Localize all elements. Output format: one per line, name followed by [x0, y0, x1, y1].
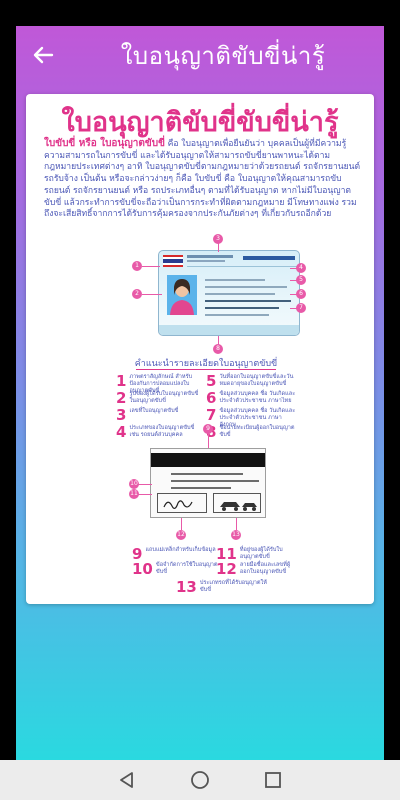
- app-screen: ใบอนุญาติขับขี่น่ารู้ ใบอนุญาติขับขี่ขับ…: [16, 26, 384, 760]
- triangle-back-icon: [119, 772, 133, 788]
- legend-text: ชื่อนายทะเบียนผู้ออกใบอนุญาตขับขี่: [219, 425, 295, 439]
- magnetic-stripe: [151, 453, 265, 467]
- legend-text: ภาพตราสัญลักษณ์ สำหรับป้องกันการปลอมแปลง…: [129, 374, 193, 395]
- front-marker-2: 2: [132, 289, 142, 299]
- legend-number: 5: [206, 372, 217, 390]
- thai-flag-icon: [163, 255, 183, 267]
- square-recents-icon: [265, 772, 282, 788]
- front-marker-8: 8: [213, 344, 223, 354]
- status-bar: [0, 0, 400, 26]
- license-photo: [167, 275, 197, 315]
- back-marker-11: 11: [129, 489, 139, 499]
- legend-item: 1 ภาพตราสัญลักษณ์ สำหรับป้องกันการปลอมแป…: [116, 374, 202, 396]
- intro-body: คือ ใบอนุญาตเพื่อยืนยันว่า บุคคลเป็นผู้ท…: [44, 139, 361, 220]
- legend-header: คำแนะนำรายละเอียดใบอนุญาตขับขี่: [134, 359, 278, 369]
- legend-item: 13 ประเภทรถที่ได้รับอนุญาตให้ขับขี่: [176, 580, 276, 595]
- article-title: ใบอนุญาติขับขี่ขับขี่น่ารู้: [61, 107, 339, 138]
- legend-number: 13: [176, 578, 197, 596]
- legend-item: 2 รูปของผู้ได้รับใบอนุญาตขับขี่ในอนุญาตข…: [116, 391, 202, 406]
- legend-text: ข้อมูลส่วนบุคคล ชื่อ วันเกิดและประจำตัวป…: [219, 408, 296, 429]
- legend-number: 9: [132, 545, 143, 563]
- legend-item: 5 วันที่ออกใบอนุญาตขับขี่และวันหมดอายุขอ…: [206, 374, 296, 389]
- front-marker-1: 1: [132, 261, 142, 271]
- person-icon: [170, 279, 194, 315]
- legend-text: รูปของผู้ได้รับใบอนุญาตขับขี่ในอนุญาตขับ…: [129, 391, 199, 405]
- legend-item: 12 ลายมือชื่อและเลขที่ผู้ออกใบอนุญาตขับข…: [216, 562, 300, 577]
- back-marker-12: 12: [176, 530, 186, 540]
- nav-back-button[interactable]: [115, 768, 139, 792]
- legend-item: 8 ชื่อนายทะเบียนผู้ออกใบอนุญาตขับขี่: [206, 425, 296, 440]
- article-card: ใบอนุญาติขับขี่ขับขี่น่ารู้ ใบขับขี่ หรื…: [26, 94, 374, 604]
- legend-number: 1: [116, 372, 127, 390]
- legend-number: 12: [216, 560, 237, 578]
- legend-text: เลขที่ใบอนุญาตขับขี่: [129, 408, 179, 414]
- legend-item: 7 ข้อมูลส่วนบุคคล ชื่อ วันเกิดและประจำตั…: [206, 408, 296, 430]
- signature-box: [157, 493, 207, 513]
- car-icon: [220, 502, 257, 511]
- legend-text: ข้อมูลส่วนบุคคล ชื่อ วันเกิดและประจำตัวป…: [219, 391, 296, 405]
- nav-home-button[interactable]: [188, 768, 212, 792]
- article-intro: ใบขับขี่ หรือ ใบอนุญาตขับขี่ คือ ใบอนุญา…: [44, 138, 362, 221]
- legend-item: 3 เลขที่ใบอนุญาตขับขี่: [116, 408, 202, 423]
- back-marker-10: 10: [129, 479, 139, 489]
- legend-number: 2: [116, 389, 127, 407]
- legend-item: 9 แถบแม่เหล็กสำหรับเก็บข้อมูล: [132, 547, 224, 562]
- back-button[interactable]: [28, 40, 58, 70]
- back-marker-13: 13: [231, 530, 241, 540]
- legend-item: 10 ข้อจำกัดการใช้ใบอนุญาตขับขี่: [132, 562, 224, 577]
- app-bar: ใบอนุญาติขับขี่น่ารู้: [16, 26, 384, 84]
- nav-recents-button[interactable]: [261, 768, 285, 792]
- legend-number: 4: [116, 423, 127, 441]
- system-nav-bar: [0, 760, 400, 800]
- legend-number: 6: [206, 389, 217, 407]
- front-marker-3: 3: [213, 234, 223, 244]
- front-marker-4: 4: [296, 263, 306, 273]
- intro-lead: ใบขับขี่ หรือ ใบอนุญาตขับขี่: [44, 138, 165, 149]
- legend-text: แถบแม่เหล็กสำหรับเก็บข้อมูล: [145, 547, 216, 553]
- app-bar-title: ใบอนุญาติขับขี่น่ารู้: [120, 42, 326, 70]
- circle-home-icon: [191, 771, 209, 789]
- legend-item: 4 ประเภทของใบอนุญาตขับขี่ เช่น รถยนต์ส่ว…: [116, 425, 202, 440]
- legend-number: 10: [132, 560, 153, 578]
- license-front-illustration: [158, 250, 300, 336]
- legend-divider: [136, 369, 276, 370]
- legend-number: 11: [216, 545, 237, 563]
- legend-text: ข้อจำกัดการใช้ใบอนุญาตขับขี่: [155, 562, 218, 576]
- legend-item: 6 ข้อมูลส่วนบุคคล ชื่อ วันเกิดและประจำตั…: [206, 391, 296, 406]
- legend-text: ที่อยู่ของผู้ได้รับใบอนุญาตขับขี่: [239, 547, 283, 561]
- license-back-illustration: [150, 448, 266, 518]
- front-marker-5: 5: [296, 275, 306, 285]
- arrow-left-icon: [33, 46, 54, 64]
- front-marker-7: 7: [296, 303, 306, 313]
- vehicle-type-box: [213, 493, 261, 513]
- legend-text: ลายมือชื่อและเลขที่ผู้ออกใบอนุญาตขับขี่: [239, 562, 291, 576]
- legend-number: 7: [206, 406, 217, 424]
- back-marker-9: 9: [203, 424, 213, 434]
- legend-number: 3: [116, 406, 127, 424]
- legend-text: ประเภทรถที่ได้รับอนุญาตให้ขับขี่: [199, 580, 267, 594]
- legend-text: ประเภทของใบอนุญาตขับขี่ เช่น รถยนต์ส่วนบ…: [129, 425, 195, 439]
- legend-text: วันที่ออกใบอนุญาตขับขี่และวันหมดอายุของใ…: [219, 374, 294, 388]
- license-header: [187, 255, 297, 267]
- front-marker-6: 6: [296, 289, 306, 299]
- legend-item: 11 ที่อยู่ของผู้ได้รับใบอนุญาตขับขี่: [216, 547, 300, 562]
- signature-icon: [163, 500, 193, 509]
